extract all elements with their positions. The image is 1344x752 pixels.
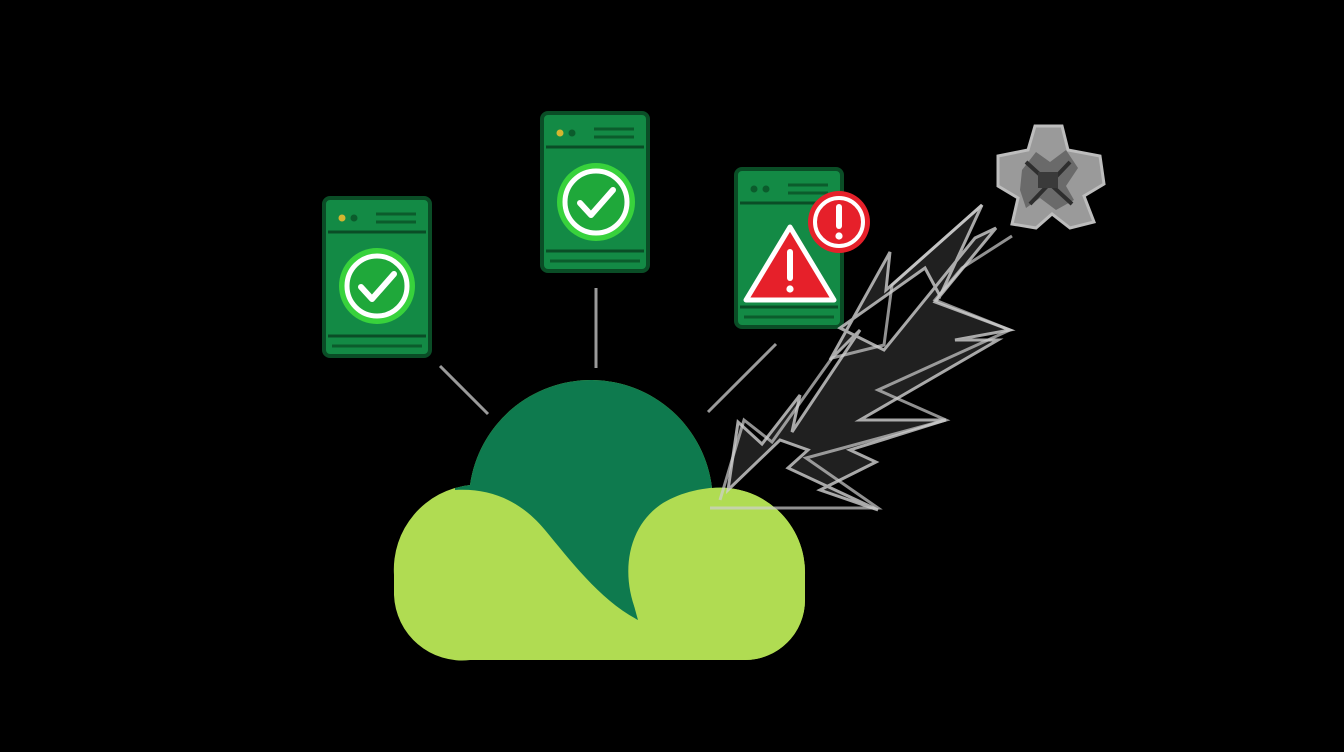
check-circle-icon — [339, 248, 415, 324]
malware-gear-icon — [996, 124, 1106, 230]
server-led-icon — [762, 185, 770, 193]
server-led-icon — [350, 214, 358, 222]
server-right — [734, 167, 870, 329]
connector-right — [706, 342, 778, 414]
check-circle-icon — [557, 163, 635, 241]
server-center — [540, 111, 650, 273]
server-led-yellow-icon — [556, 129, 564, 137]
connector-lines — [438, 288, 778, 416]
cloud-icon — [393, 380, 806, 661]
lightning-bolt-icon — [710, 203, 1016, 512]
cloud-dark-fold — [455, 380, 722, 620]
alert-circle-icon — [808, 191, 870, 253]
cloud-light-lobe — [628, 487, 805, 661]
server-left — [322, 196, 432, 358]
connector-left — [438, 364, 490, 416]
server-led-icon — [568, 129, 576, 137]
server-led-yellow-icon — [338, 214, 346, 222]
warning-triangle-icon — [743, 224, 837, 303]
server-led-icon — [750, 185, 758, 193]
